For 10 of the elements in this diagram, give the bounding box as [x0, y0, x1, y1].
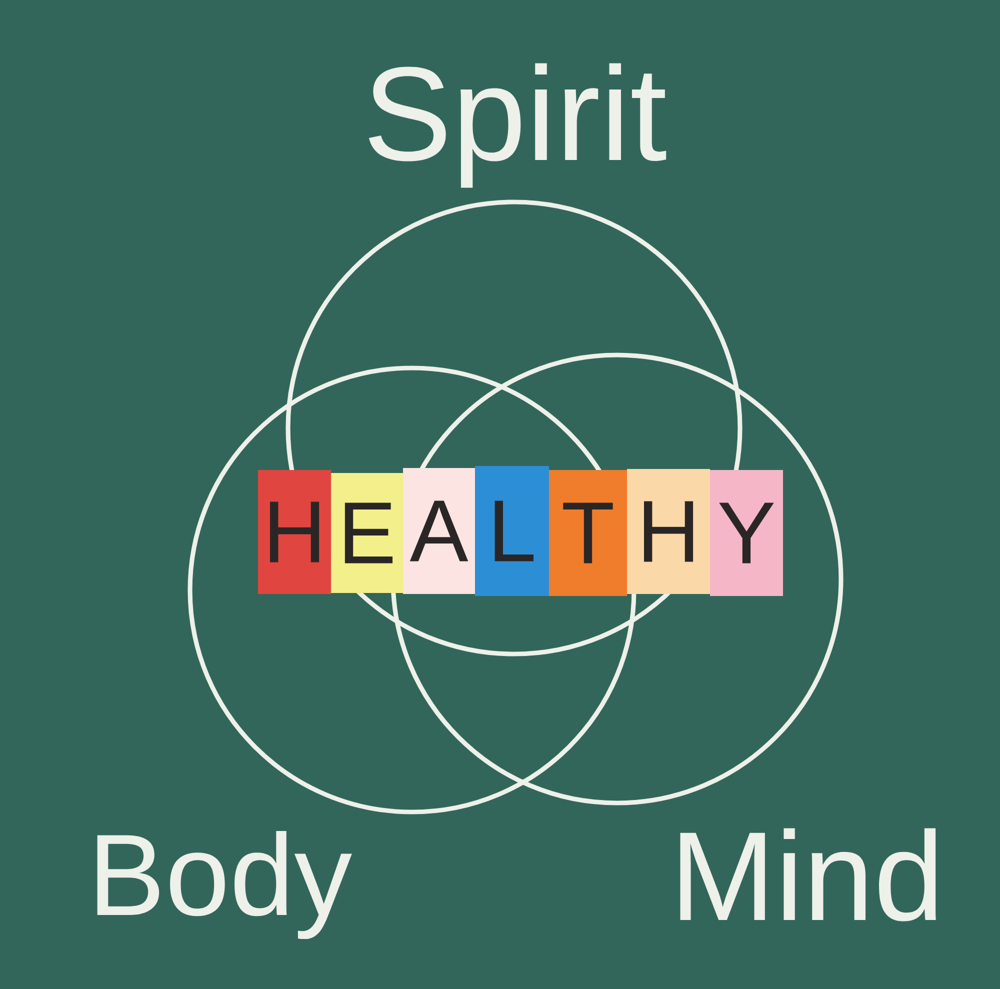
- letter-tile: A: [403, 468, 475, 594]
- venn-circle: [390, 352, 844, 806]
- chalk-label: Mind: [680, 828, 936, 922]
- letter-tile: H: [627, 469, 710, 594]
- letter-tile: T: [549, 470, 627, 596]
- letter-tile: L: [475, 466, 549, 596]
- chalk-label: Body: [97, 830, 352, 940]
- venn-circle: [188, 366, 636, 814]
- letter-tile: E: [331, 473, 403, 593]
- chalk-label: Spirit: [368, 63, 666, 188]
